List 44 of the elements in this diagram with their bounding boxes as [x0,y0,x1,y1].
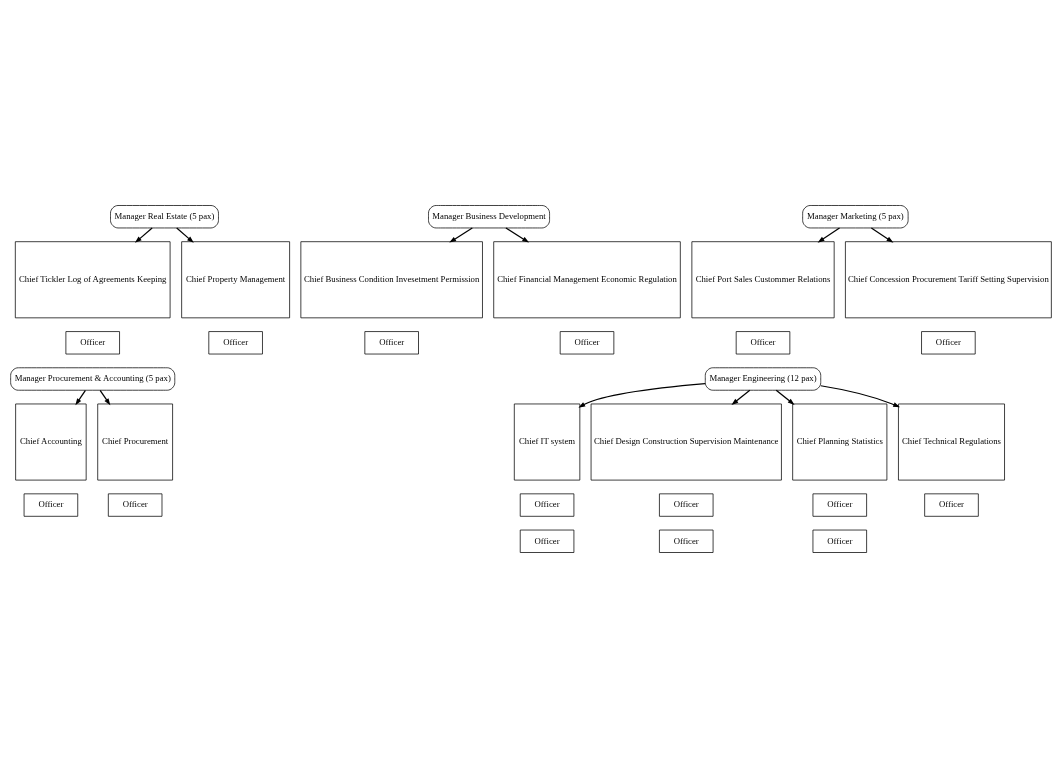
node-box: Chief Tickler Log of Agreements Keeping [14,241,171,319]
arrow [775,389,795,406]
node-box: Officer [735,331,791,355]
node-box: Chief IT system [513,403,581,481]
arrow [99,389,111,406]
node-box: Chief Technical Regulations [898,403,1005,481]
node-box: Officer [519,529,575,553]
arrow [817,227,841,243]
arrow [449,227,473,243]
arrow [134,227,153,243]
node-box: Officer [924,493,979,517]
arrow [731,389,751,406]
node-box: Officer [812,493,867,517]
node-box: Officer [659,493,714,517]
node-box: Officer [921,331,976,355]
node-box: Officer [559,331,615,355]
node-box: Officer [208,331,263,355]
arrow [505,227,530,243]
node-box: Chief Design Construction Supervision Maintenance [590,403,782,481]
arrow [870,227,894,243]
node-box: Officer [659,529,714,553]
node-box: Chief Procurement [97,403,173,481]
node-box: Manager Business Development [428,205,550,229]
node-box: Chief Accounting [15,403,87,481]
arrow [75,389,87,406]
node-box: Chief Port Sales Custommer Relations [691,241,835,319]
node-box: Officer [812,529,867,553]
node-box: Chief Concession Procurement Tariff Setting Supervision [845,241,1052,319]
node-box: Manager Real Estate (5 pax) [110,205,219,229]
node-box: Chief Planning Statistics [792,403,888,481]
node-box: Manager Marketing (5 pax) [802,205,909,229]
arrow [578,382,706,408]
node-box: Chief Property Management [181,241,290,319]
node-box: Officer [519,493,575,517]
node-box: Manager Procurement & Accounting (5 pax) [10,367,176,391]
node-box: Chief Financial Management Economic Regulation [493,241,681,319]
node-box: Officer [107,493,163,517]
node-box: Officer [65,331,120,355]
node-box: Officer [23,493,79,517]
arrow [820,385,901,408]
node-box: Officer [364,331,419,355]
node-box: Manager Engineering (12 pax) [704,367,822,391]
node-box: Chief Business Condition Invesetment Permission [300,241,483,319]
arrow [176,227,194,243]
